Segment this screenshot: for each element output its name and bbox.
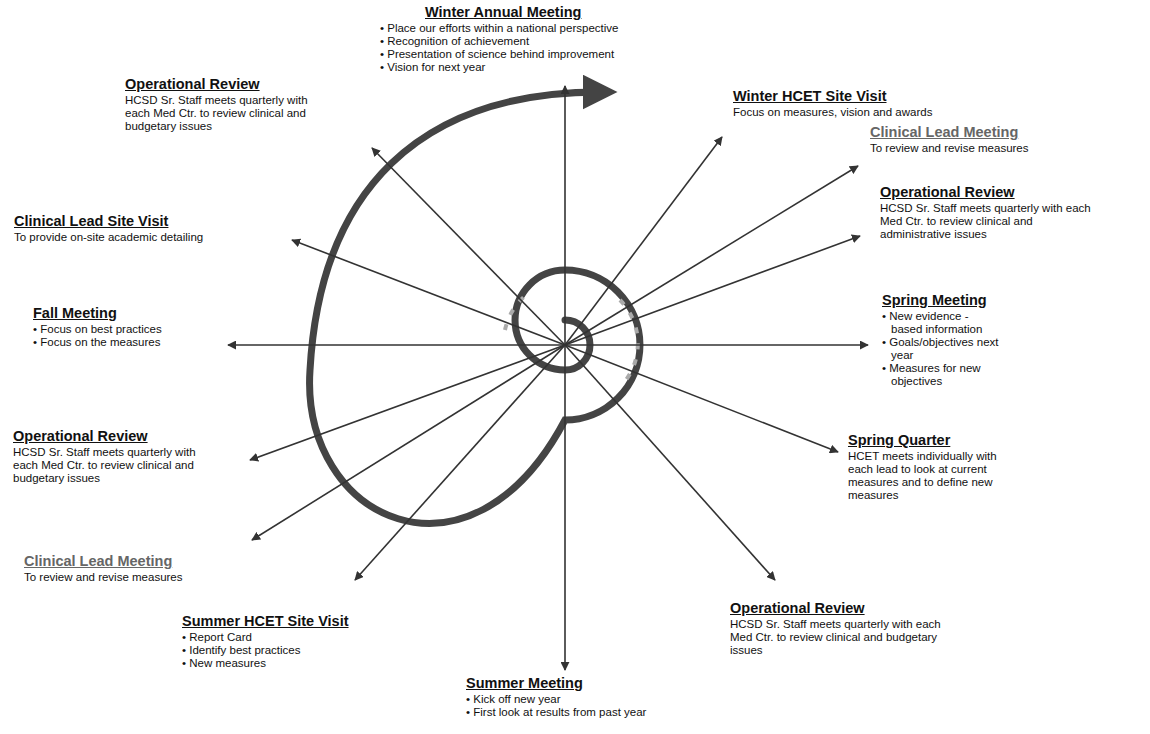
bullet-item: • Focus on the measures <box>33 336 233 349</box>
step-heading: Winter Annual Meeting <box>380 4 710 21</box>
step-heading: Spring Meeting <box>882 292 1002 309</box>
step-description: HCSD Sr. Staff meets quarterly with each… <box>880 202 1100 241</box>
step-description: Focus on measures, vision and awards <box>733 106 958 119</box>
step-heading: Operational Review <box>880 184 1100 201</box>
step-heading: Fall Meeting <box>33 305 233 322</box>
step-heading: Clinical Lead Meeting <box>870 124 1110 141</box>
step-heading: Summer HCET Site Visit <box>182 613 382 630</box>
bullet-item: • Vision for next year <box>380 61 710 74</box>
cycle-step-label: Fall Meeting• Focus on best practices• F… <box>33 305 233 349</box>
step-description: HCSD Sr. Staff meets quarterly with each… <box>125 94 315 133</box>
step-heading: Clinical Lead Site Visit <box>14 213 284 230</box>
step-description: HCET meets individually with each lead t… <box>848 450 1008 502</box>
step-description: To review and revise measures <box>870 142 1110 155</box>
cycle-step-label: Clinical Lead MeetingTo review and revis… <box>870 124 1110 155</box>
step-description: To provide on-site academic detailing <box>14 231 284 244</box>
cycle-step-label: Clinical Lead MeetingTo review and revis… <box>24 553 264 584</box>
cycle-step-label: Clinical Lead Site VisitTo provide on-si… <box>14 213 284 244</box>
step-heading: Operational Review <box>125 76 315 93</box>
cycle-step-label: Winter Annual Meeting• Place our efforts… <box>380 4 710 74</box>
step-heading: Spring Quarter <box>848 432 1008 449</box>
radial-arrows <box>228 86 868 670</box>
bullet-item: • Report Card <box>182 631 382 644</box>
step-heading: Clinical Lead Meeting <box>24 553 264 570</box>
cycle-step-label: Spring Meeting• New evidence - based inf… <box>882 292 1002 388</box>
bullet-item: • First look at results from past year <box>466 706 736 719</box>
step-description: HCSD Sr. Staff meets quarterly with each… <box>730 618 950 657</box>
bullet-item: • New measures <box>182 657 382 670</box>
cycle-step-label: Spring QuarterHCET meets individually wi… <box>848 432 1008 502</box>
bullet-item: • Recognition of achievement <box>380 35 710 48</box>
step-heading: Operational Review <box>730 600 950 617</box>
spiral-blotches <box>505 292 530 330</box>
bullet-item: • New evidence - based information <box>882 310 1002 336</box>
cycle-step-label: Summer Meeting• Kick off new year• First… <box>466 675 736 719</box>
bullet-item: • Kick off new year <box>466 693 736 706</box>
cycle-step-label: Winter HCET Site VisitFocus on measures,… <box>733 88 958 119</box>
cycle-step-label: Operational ReviewHCSD Sr. Staff meets q… <box>125 76 315 133</box>
step-description: HCSD Sr. Staff meets quarterly with each… <box>13 446 203 485</box>
bullet-item: • Place our efforts within a national pe… <box>380 22 710 35</box>
step-heading: Winter HCET Site Visit <box>733 88 958 105</box>
bullet-item: • Identify best practices <box>182 644 382 657</box>
step-description: To review and revise measures <box>24 571 264 584</box>
bullet-item: • Focus on best practices <box>33 323 233 336</box>
cycle-spiral <box>310 92 640 523</box>
cycle-step-label: Operational ReviewHCSD Sr. Staff meets q… <box>730 600 950 657</box>
step-heading: Summer Meeting <box>466 675 736 692</box>
cycle-step-label: Operational ReviewHCSD Sr. Staff meets q… <box>13 428 203 485</box>
bullet-item: • Goals/objectives next year <box>882 336 1002 362</box>
bullet-item: • Presentation of science behind improve… <box>380 48 710 61</box>
cycle-step-label: Summer HCET Site Visit• Report Card• Ide… <box>182 613 382 670</box>
cycle-step-label: Operational ReviewHCSD Sr. Staff meets q… <box>880 184 1100 241</box>
step-heading: Operational Review <box>13 428 203 445</box>
bullet-item: • Measures for new objectives <box>882 362 1002 388</box>
